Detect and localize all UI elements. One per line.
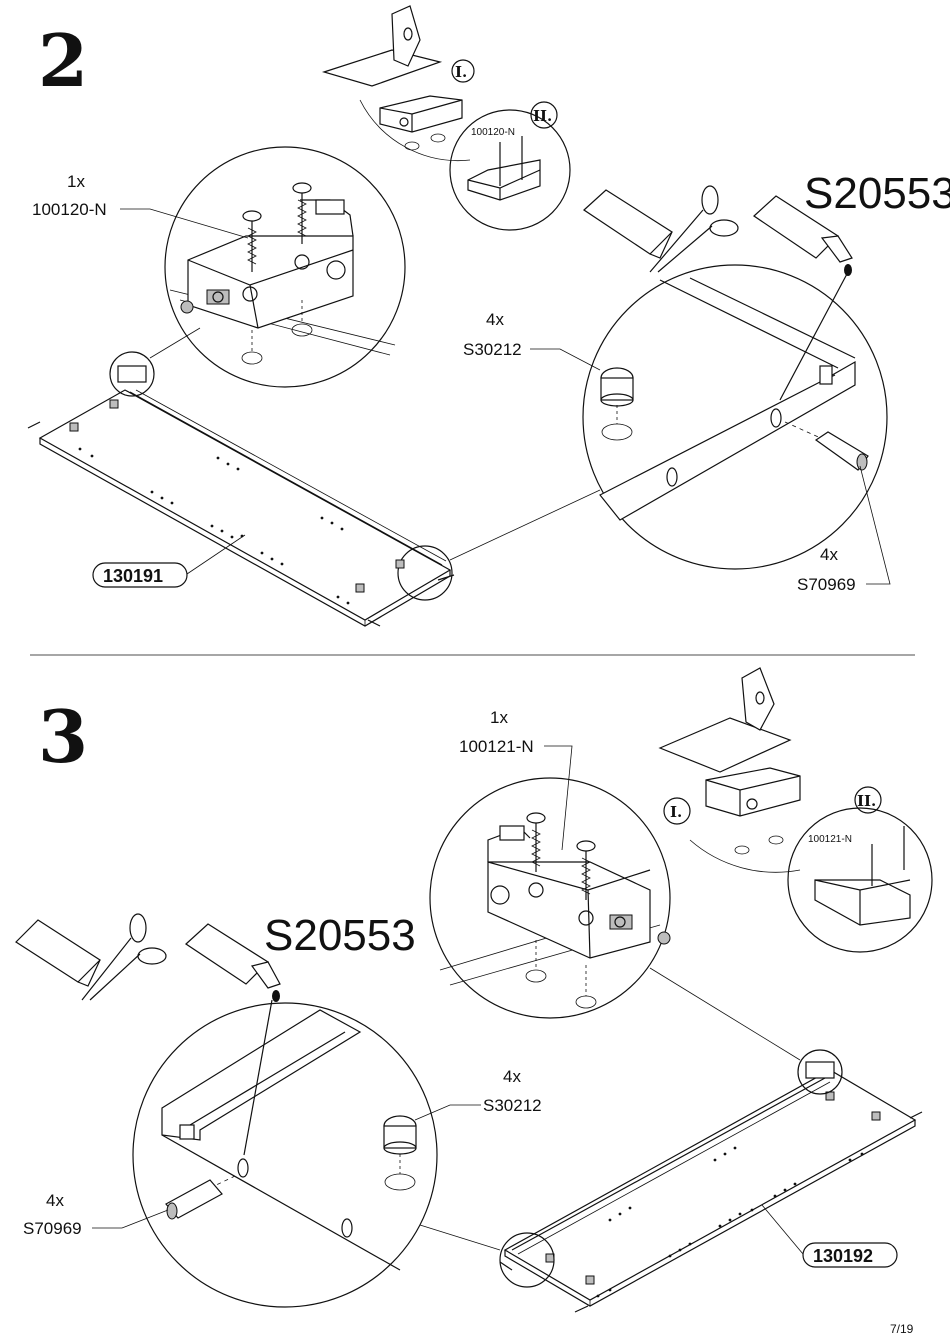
label-S70969: 4x S70969: [797, 465, 891, 594]
label-100120: 1x 100120-N: [32, 172, 249, 239]
glue-tube-icon: [185, 923, 281, 1002]
cam-dowel-detail: [132, 999, 438, 1308]
panel-130192: [419, 967, 923, 1313]
svg-text:4x: 4x: [486, 310, 504, 329]
screw-right: [576, 840, 596, 900]
hammer-step-I: I.: [321, 5, 475, 161]
svg-text:130192: 130192: [813, 1246, 873, 1266]
inset-step-II: 100120-N II.: [449, 101, 571, 231]
inset-step-II: 100121-N II.: [787, 786, 933, 953]
svg-text:100120-N: 100120-N: [471, 127, 515, 138]
cam-lock-icon: [383, 1115, 417, 1191]
step-2-number: 2: [38, 18, 88, 103]
hammer-step-I: I.: [658, 667, 801, 873]
detail-circle-a: [797, 1049, 843, 1095]
connector-detail-100121: [429, 777, 671, 1019]
part-label-130191: 130191: [92, 534, 246, 588]
svg-text:130191: 130191: [103, 566, 163, 586]
svg-text:4x: 4x: [820, 545, 838, 564]
screw-left: [526, 812, 546, 872]
label-S30212: 4x S30212: [414, 1067, 542, 1121]
svg-text:II.: II.: [857, 792, 876, 810]
glue-code: S20553: [264, 911, 416, 960]
glue-tube-cut-icon: [583, 185, 739, 273]
screw-right: [292, 182, 312, 244]
glue-tube-icon: [753, 195, 853, 276]
svg-text:1x: 1x: [490, 708, 508, 727]
label-S30212: 4x S30212: [463, 310, 601, 371]
svg-text:100120-N: 100120-N: [32, 200, 107, 219]
svg-text:S70969: S70969: [797, 575, 856, 594]
screw-left: [242, 210, 262, 272]
panel-130191: [27, 327, 601, 627]
label-S70969: 4x S70969: [23, 1191, 169, 1238]
svg-text:1x: 1x: [67, 172, 85, 191]
step-2: 2: [27, 5, 950, 627]
dowel-holes: [596, 1146, 864, 1298]
glue-tube-cut-icon: [15, 913, 167, 1001]
step-3: 3: [15, 667, 933, 1313]
svg-text:4x: 4x: [503, 1067, 521, 1086]
glue-code: S20553: [804, 169, 950, 218]
cam-lock-icon: [600, 367, 634, 441]
page-number: 7/19: [890, 1322, 914, 1336]
step-3-number: 3: [38, 694, 88, 779]
detail-circle-a: [109, 351, 155, 397]
svg-text:S70969: S70969: [23, 1219, 82, 1238]
svg-text:S30212: S30212: [483, 1096, 542, 1115]
connector-detail-100120: [164, 146, 406, 388]
svg-text:100121-N: 100121-N: [459, 737, 534, 756]
svg-text:I.: I.: [670, 803, 682, 821]
detail-circle-b: [397, 545, 453, 601]
dowel-holes: [78, 447, 350, 605]
cam-dowel-detail: [582, 264, 888, 570]
svg-text:4x: 4x: [46, 1191, 64, 1210]
svg-text:II.: II.: [533, 107, 552, 125]
label-100121: 1x 100121-N: [459, 708, 573, 851]
detail-circle-b: [499, 1232, 555, 1288]
svg-text:100121-N: 100121-N: [808, 834, 852, 845]
part-label-130192: 130192: [761, 1204, 898, 1268]
svg-text:S30212: S30212: [463, 340, 522, 359]
svg-text:I.: I.: [455, 63, 467, 81]
